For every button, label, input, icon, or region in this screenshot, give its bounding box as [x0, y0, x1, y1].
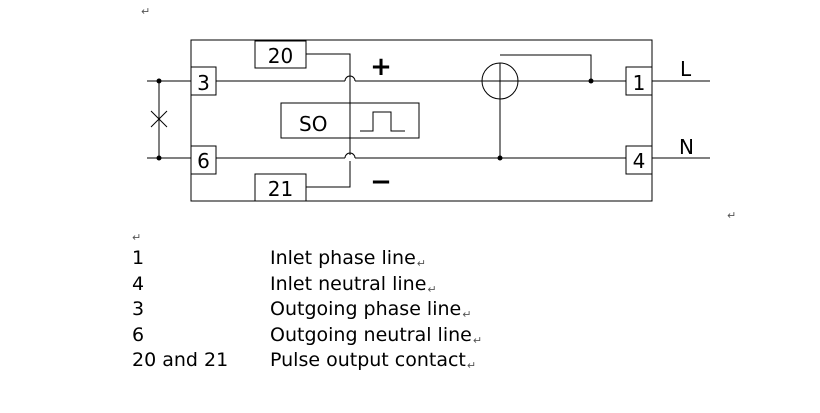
pulse-wire-21: [306, 161, 351, 188]
junction-dot: [156, 78, 162, 84]
terminal-6-label: 6: [197, 149, 210, 173]
so-label: SO: [299, 112, 327, 136]
legend-desc: Pulse output contact↵: [270, 349, 477, 372]
terminal-1-label: 1: [633, 71, 646, 95]
link-cross-b: [150, 110, 168, 128]
paragraph-mark: ↵: [727, 209, 737, 222]
paragraph-mark: ↵: [462, 308, 472, 321]
plus-sign: +: [370, 52, 392, 82]
terminal-20-label: 20: [268, 44, 293, 68]
legend-term: 20 and 21: [132, 349, 229, 371]
junction-dot: [588, 78, 594, 84]
minus-sign: −: [370, 167, 392, 197]
pulse-wire-20: [306, 53, 351, 155]
legend-term: 6: [132, 323, 145, 346]
terminal-21-label: 21: [268, 177, 293, 201]
legend-term: 1: [132, 247, 145, 269]
line-l-label: L: [680, 57, 692, 81]
junction-dot: [497, 155, 503, 161]
legend-desc: Outgoing neutral line↵: [270, 323, 483, 347]
paragraph-mark: ↵: [416, 257, 426, 270]
legend-term: 3: [132, 298, 145, 320]
meter-body: [190, 39, 653, 202]
terminal-21-box: [254, 173, 307, 202]
terminal-20-box: [254, 40, 307, 69]
junction-dot: [156, 155, 162, 161]
paragraph-mark: ↵: [472, 333, 483, 347]
legend-desc: Inlet phase line↵: [270, 247, 426, 270]
terminal-3-label: 3: [197, 71, 210, 95]
legend-term: 4: [132, 272, 145, 295]
legend-desc: Outgoing phase line↵: [270, 298, 472, 321]
paragraph-mark: ↵: [427, 282, 437, 296]
wiring-diagram: 3 6 1 4 20 21 SO + − L N: [147, 39, 710, 202]
measuring-loop: [500, 54, 592, 81]
terminal-1-box: [625, 66, 653, 96]
terminal-4-label: 4: [633, 149, 646, 173]
paragraph-mark: ↵: [466, 359, 477, 372]
line-n-label: N: [679, 135, 694, 159]
paragraph-mark: ↵: [141, 5, 151, 18]
terminal-4-box: [625, 145, 653, 175]
terminal-3-box: [190, 66, 217, 96]
terminal-6-box: [190, 145, 217, 175]
legend-desc: Inlet neutral line↵: [270, 272, 437, 296]
paragraph-mark: ↵: [132, 231, 142, 244]
pulse-waveform-icon: [360, 111, 405, 132]
so-box: [280, 102, 420, 139]
